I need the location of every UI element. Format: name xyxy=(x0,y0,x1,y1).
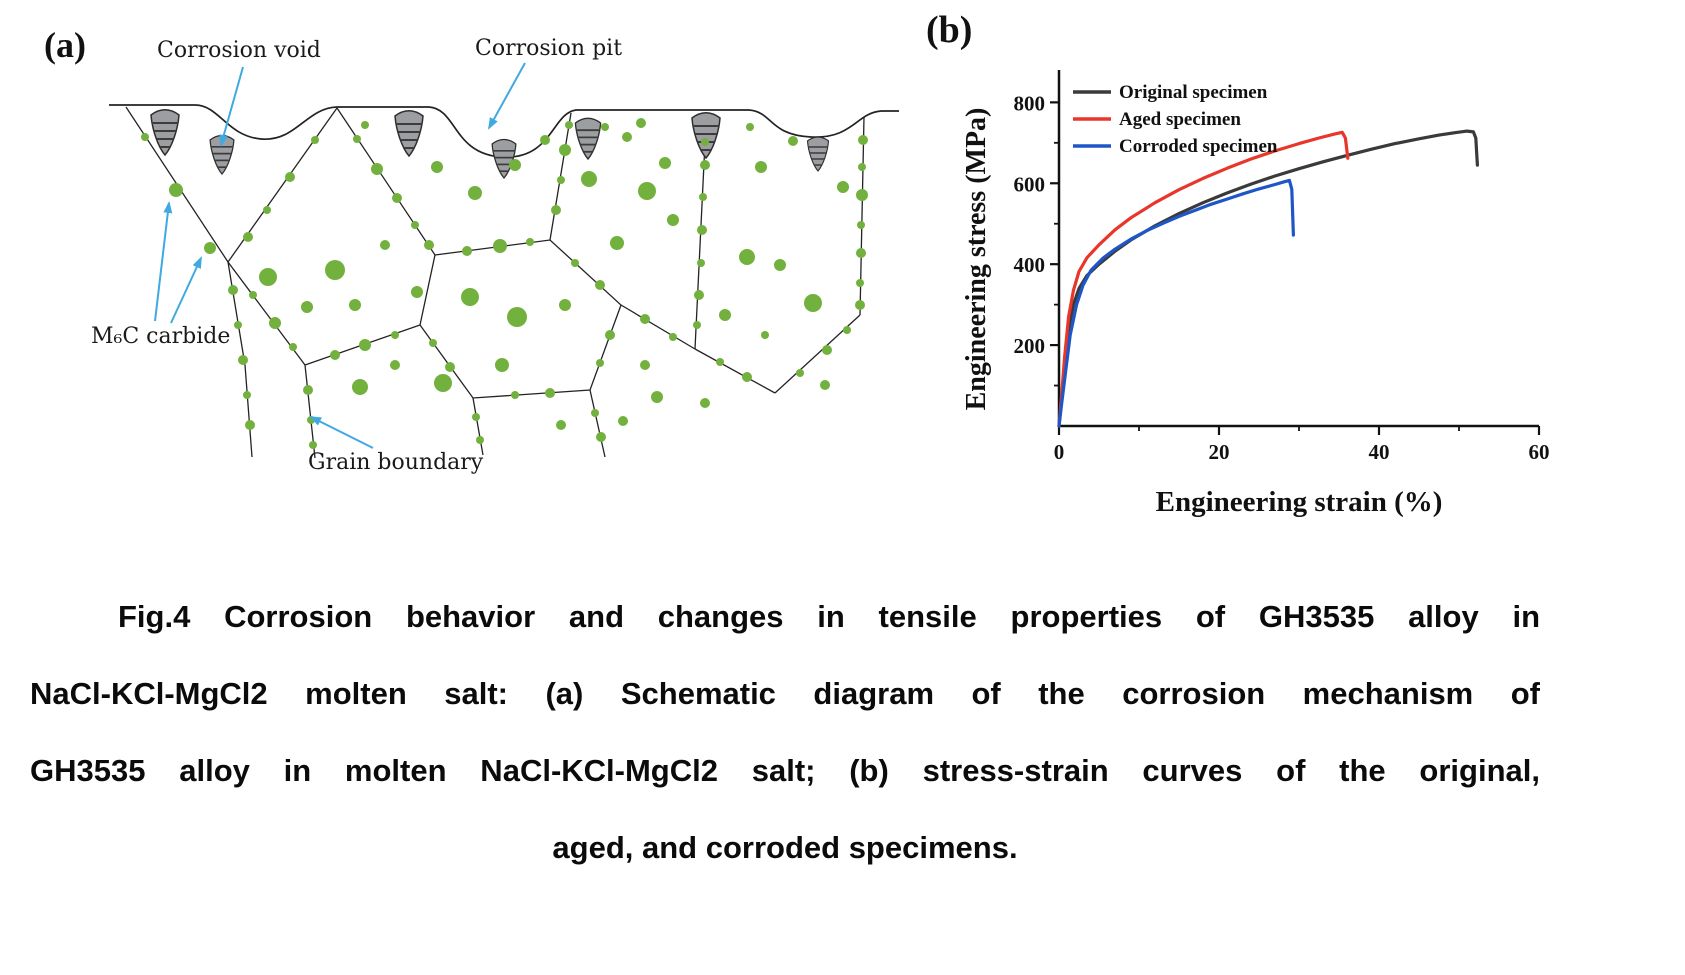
series-curve xyxy=(1057,178,1295,428)
x-tick-label: 20 xyxy=(1209,440,1230,464)
x-axis-title: Engineering strain (%) xyxy=(1155,486,1443,518)
corrosion-product-blobs xyxy=(150,108,830,179)
callout-arrows xyxy=(154,62,526,449)
legend-label: Original specimen xyxy=(1119,82,1268,103)
corrosion-void-arrow xyxy=(219,66,244,147)
y-tick-label: 800 xyxy=(1014,91,1046,115)
carbide-arrow-1 xyxy=(154,201,173,322)
y-tick-label: 600 xyxy=(1014,172,1046,196)
legend-label: Corroded specimen xyxy=(1119,136,1278,157)
series-curve xyxy=(1057,130,1350,428)
carbide-arrow-2 xyxy=(170,256,202,324)
caption-line-1: Fig.4 Corrosion behavior and changes in … xyxy=(118,599,1540,634)
stress-strain-chart: Engineering stress (MPa) 0 20 40 60 200 400 60… xyxy=(935,18,1665,563)
legend-label: Aged specimen xyxy=(1119,109,1241,130)
grain-boundary-arrow xyxy=(309,416,374,449)
y-tick-label: 400 xyxy=(1014,253,1046,277)
caption-line-3: GH3535 alloy in molten NaCl-KCl-MgCl2 sa… xyxy=(30,753,1540,788)
caption-line-2: NaCl-KCl-MgCl2 molten salt: (a) Schemati… xyxy=(30,676,1540,711)
corrosion-schematic: Corrosion void Corrosion pit M₆C carbide… xyxy=(91,36,899,475)
corrosion-void-label: Corrosion void xyxy=(157,38,321,63)
carbide-label: M₆C carbide xyxy=(91,324,230,349)
corrosion-pit-label: Corrosion pit xyxy=(475,36,622,61)
grain-boundary-label: Grain boundary xyxy=(308,450,484,475)
x-tick-label: 40 xyxy=(1369,440,1390,464)
carbide-dots xyxy=(141,118,868,449)
y-tick-label: 200 xyxy=(1014,334,1046,358)
panel-a-label: (a) xyxy=(44,25,86,65)
corrosion-pit-arrow xyxy=(488,62,526,130)
panel-b-label: (b) xyxy=(926,9,973,51)
x-tick-label: 60 xyxy=(1529,440,1550,464)
x-tick-label: 0 xyxy=(1054,440,1065,464)
chart-plot-area: 0 20 40 60 200 400 600 800 Original specimenAged… xyxy=(1014,70,1550,464)
y-axis-title: Engineering stress (MPa) xyxy=(961,107,992,411)
series-curve xyxy=(1057,129,1479,428)
figure-caption: Fig.4 Corrosion behavior and changes in … xyxy=(30,578,1540,886)
caption-line-4: aged, and corroded specimens. xyxy=(552,830,1018,865)
